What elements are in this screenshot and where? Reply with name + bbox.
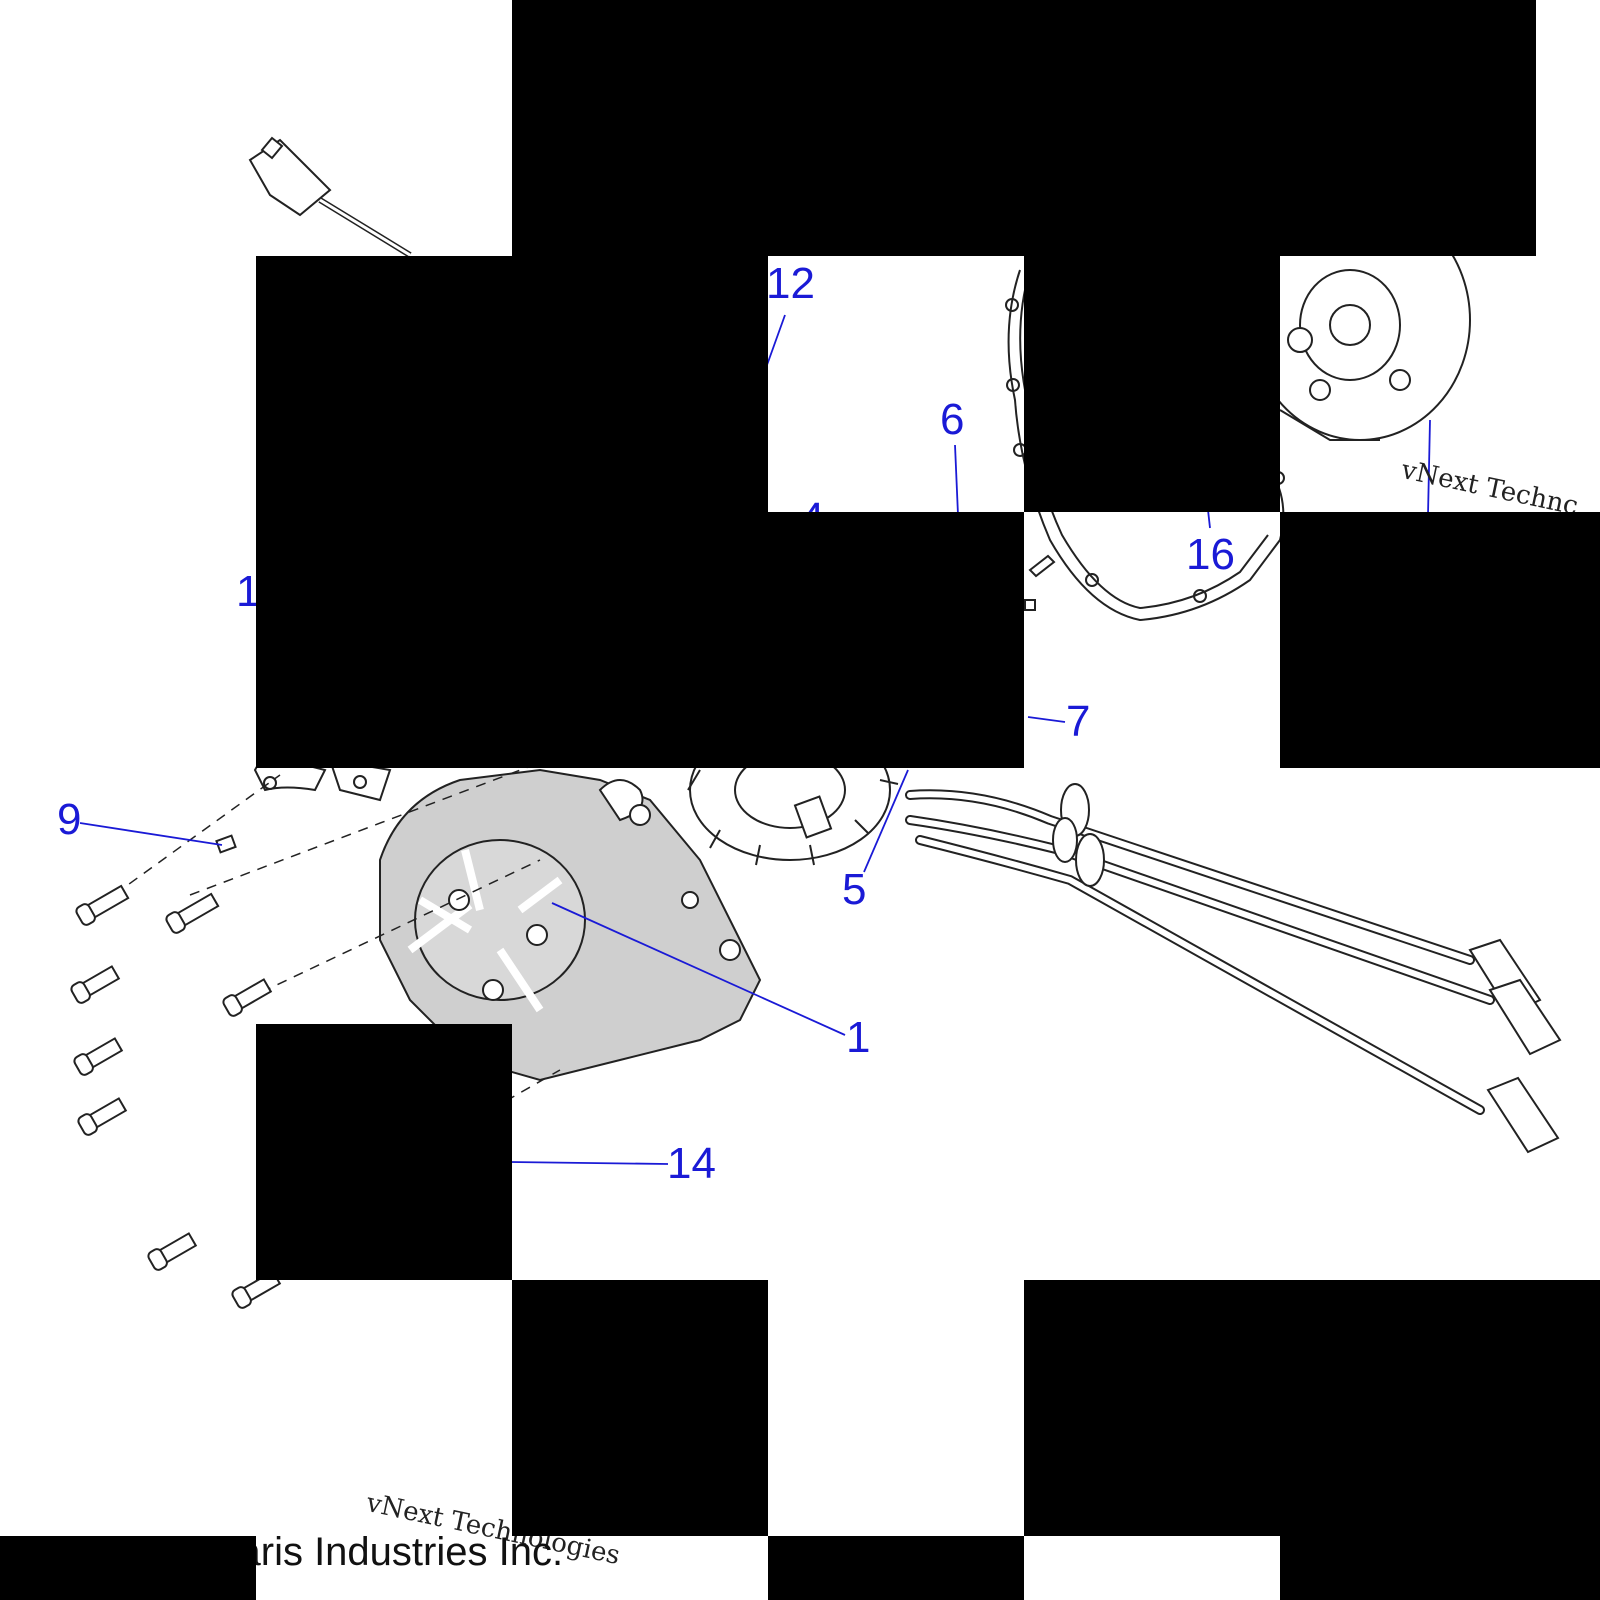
- callout-14: 14: [667, 1139, 716, 1188]
- mask-bottom-center-block: [512, 1280, 768, 1536]
- gasket-bolts-drawing: [1024, 554, 1056, 611]
- callout-7: 7: [1066, 697, 1091, 746]
- mask-right-block: [1280, 512, 1600, 768]
- callout-5: 5: [842, 865, 867, 914]
- mask-bottom-right-block: [1024, 1280, 1600, 1536]
- callout-leader-lines: [79, 314, 1431, 1165]
- cover-bracket-drawing: [253, 755, 392, 802]
- mask-upper-left-block: [256, 256, 768, 768]
- callout-16: 16: [1186, 530, 1235, 579]
- harness-connectors-drawing: [1468, 938, 1562, 1154]
- mask-center-block: [768, 512, 1024, 768]
- sensor-connector-drawing: [248, 136, 412, 258]
- wiring-harness-inner: [907, 791, 1493, 1113]
- mask-top-band: [512, 0, 1536, 256]
- mask-bottom-right-strip: [1280, 1536, 1600, 1600]
- mask-bottom-mid-strip: [768, 1536, 1024, 1600]
- mask-upper-right-block: [1024, 256, 1280, 512]
- cover-bolts-drawing: [70, 884, 282, 1309]
- callout-9: 9: [57, 795, 82, 844]
- callout-1: 1: [846, 1013, 871, 1062]
- harness-grommets-drawing: [1052, 783, 1105, 887]
- callout-6: 6: [940, 395, 965, 444]
- mask-bottom-left-strip: [0, 1536, 256, 1600]
- mask-lower-left-block: [256, 1024, 512, 1280]
- stator-cover-drawing: [379, 768, 762, 1082]
- callout-12: 12: [766, 259, 815, 308]
- part-9-drawing: [215, 834, 237, 854]
- flywheel-drawing: [1249, 199, 1471, 441]
